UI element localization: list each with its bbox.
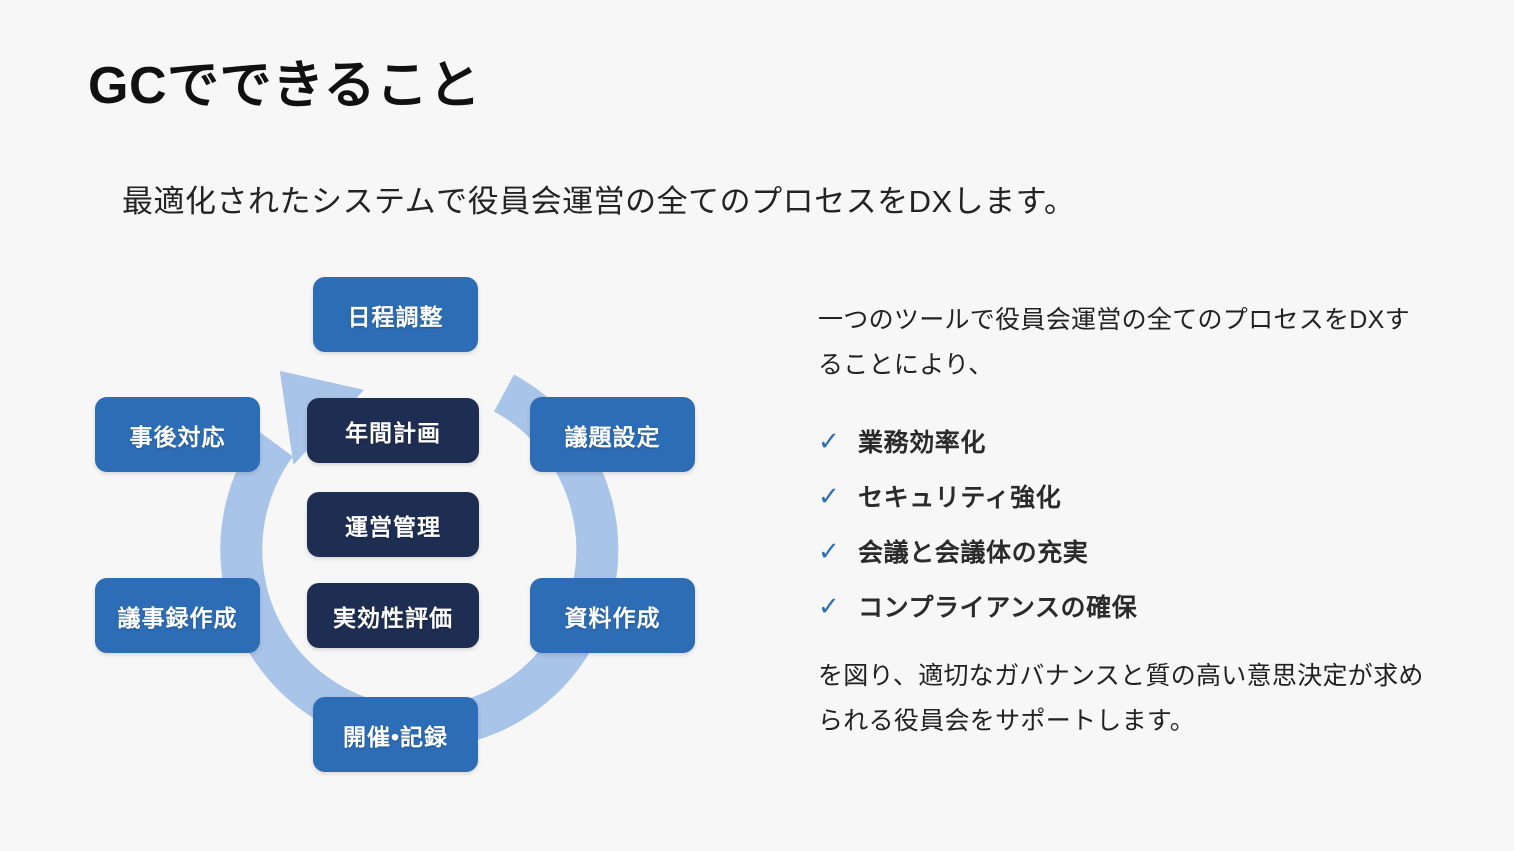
cycle-step-agenda[interactable]: 議題設定 bbox=[530, 397, 695, 472]
checklist-item: ✓ コンプライアンスの確保 bbox=[818, 588, 1428, 624]
cycle-step-followup-label: 事後対応 bbox=[129, 423, 226, 450]
closing-paragraph: を図り、適切なガバナンスと質の高い意思決定が求められる役員会をサポートします。 bbox=[818, 662, 1424, 735]
cycle-step-hold-record[interactable]: 開催•記録 bbox=[313, 697, 478, 772]
cycle-step-followup[interactable]: 事後対応 bbox=[95, 397, 260, 472]
cycle-step-schedule[interactable]: 日程調整 bbox=[313, 277, 478, 352]
check-icon: ✓ bbox=[818, 481, 840, 511]
cycle-core-operation-management[interactable]: 運営管理 bbox=[307, 492, 479, 557]
page-subtitle: 最適化されたシステムで役員会運営の全てのプロセスをDXします。 bbox=[122, 184, 1076, 219]
cycle-step-agenda-label: 議題設定 bbox=[564, 423, 661, 450]
cycle-core-annual-plan[interactable]: 年間計画 bbox=[307, 398, 479, 463]
cycle-step-schedule-label: 日程調整 bbox=[347, 303, 444, 330]
cycle-step-hold-record-label: 開催•記録 bbox=[342, 723, 449, 750]
benefits-checklist: ✓ 業務効率化 ✓ セキュリティ強化 ✓ 会議と会議体の充実 ✓ コンプライアン… bbox=[818, 423, 1428, 624]
cycle-step-minutes[interactable]: 議事録作成 bbox=[95, 578, 260, 653]
description-panel: 一つのツールで役員会運営の全てのプロセスをDXすることにより、 ✓ 業務効率化 … bbox=[818, 298, 1428, 743]
checklist-item: ✓ 業務効率化 bbox=[818, 423, 1428, 459]
cycle-step-materials[interactable]: 資料作成 bbox=[530, 578, 695, 653]
checklist-item-label: 会議と会議体の充実 bbox=[858, 539, 1089, 567]
cycle-step-materials-label: 資料作成 bbox=[564, 604, 661, 631]
cycle-core-annual-plan-label: 年間計画 bbox=[345, 419, 441, 446]
checklist-item-label: コンプライアンスの確保 bbox=[858, 594, 1138, 622]
check-icon: ✓ bbox=[818, 536, 840, 566]
intro-paragraph: 一つのツールで役員会運営の全てのプロセスをDXすることにより、 bbox=[818, 306, 1410, 379]
check-icon: ✓ bbox=[818, 426, 840, 456]
checklist-item: ✓ セキュリティ強化 bbox=[818, 478, 1428, 514]
check-icon: ✓ bbox=[818, 591, 840, 621]
checklist-item-label: 業務効率化 bbox=[858, 429, 987, 457]
checklist-item-label: セキュリティ強化 bbox=[858, 484, 1062, 512]
cycle-core-effectiveness-evaluation-label: 実効性評価 bbox=[333, 604, 453, 631]
checklist-item: ✓ 会議と会議体の充実 bbox=[818, 533, 1428, 569]
cycle-step-minutes-label: 議事録作成 bbox=[117, 604, 238, 631]
cycle-diagram: 日程調整 議題設定 資料作成 開催•記録 議事録作成 事後対応 年間計画 運営管… bbox=[80, 262, 730, 792]
cycle-core-operation-management-label: 運営管理 bbox=[345, 513, 441, 540]
cycle-core-effectiveness-evaluation[interactable]: 実効性評価 bbox=[307, 583, 479, 648]
page-title: GCでできること bbox=[88, 57, 481, 115]
